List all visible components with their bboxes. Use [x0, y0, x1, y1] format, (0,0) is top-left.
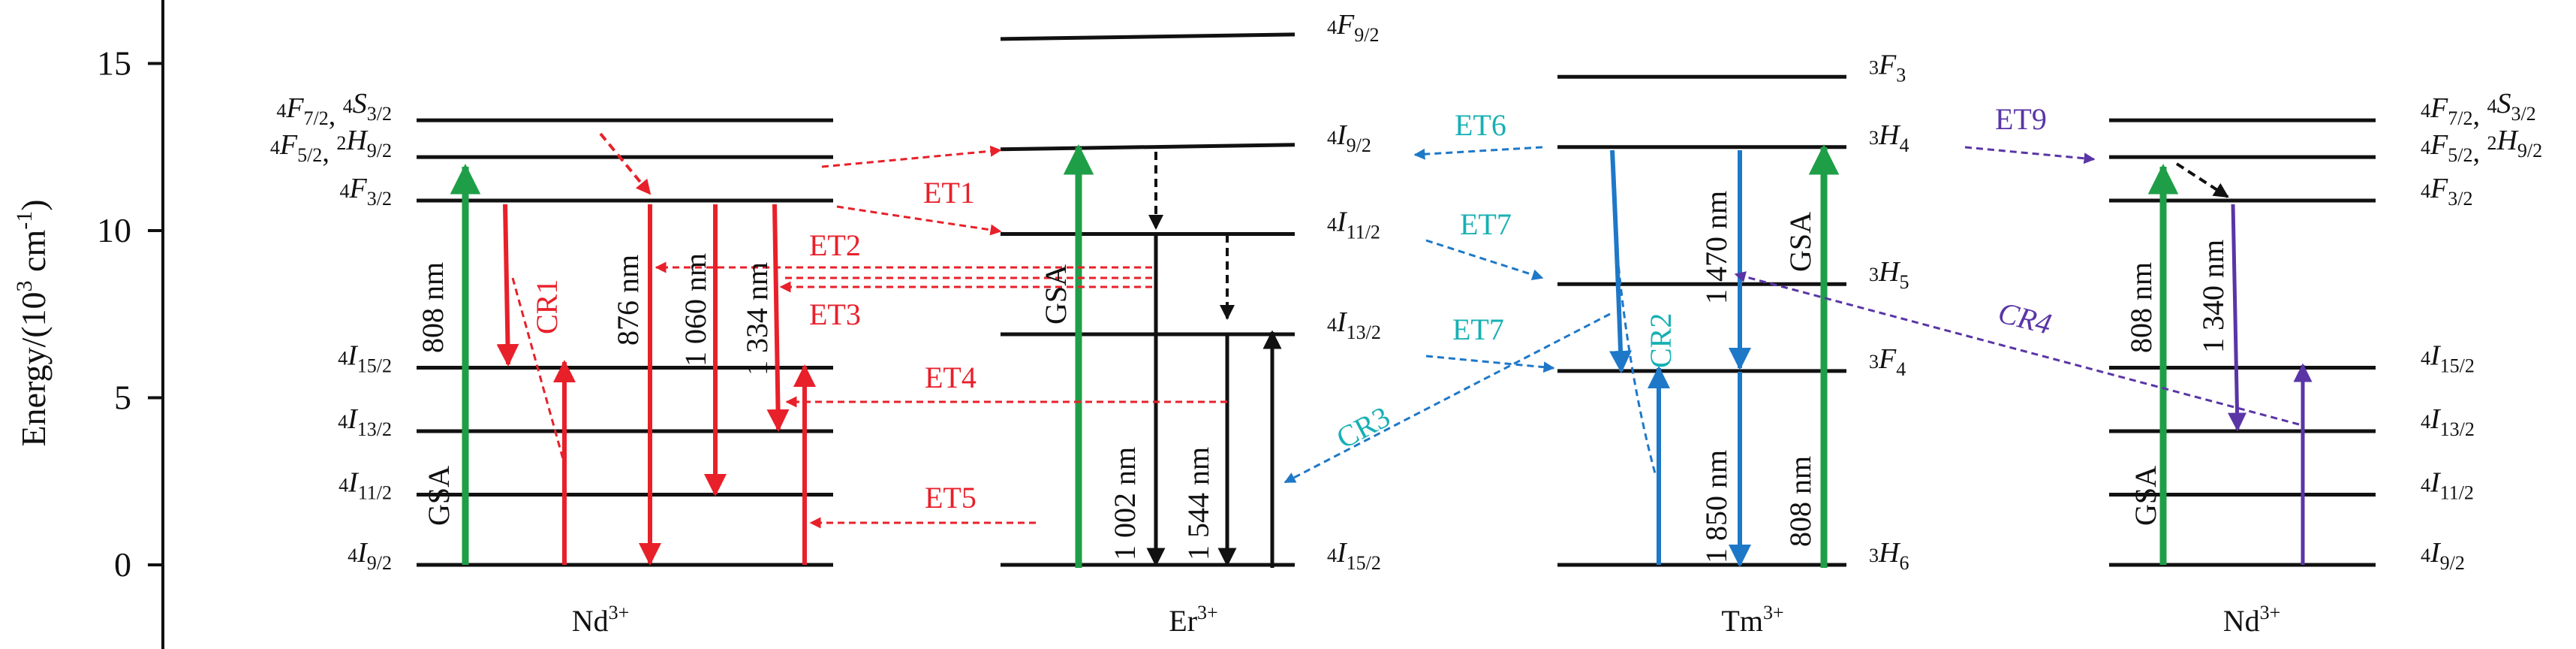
axis-label-exp: 3 [12, 280, 37, 291]
ion-names: Nd3+ Er3+ Tm3+ Nd3+ [572, 602, 2281, 638]
tm-cr2-dashed-curve [1616, 255, 1657, 474]
level-label: 4I11/2 [1327, 206, 1380, 243]
label-nd-1060: 1 060 nm [679, 253, 712, 367]
label-tm-1850: 1 850 nm [1699, 450, 1733, 563]
level-label: 4I15/2 [338, 340, 392, 376]
label-nd-1334: 1 334 nm [740, 262, 774, 376]
nd-nonradiative-arrow [599, 132, 652, 195]
level-label: 4I9/2 [1327, 119, 1371, 156]
ion-name-tm: Tm3+ [1721, 602, 1783, 638]
label-tm-808: 808 nm [1783, 456, 1817, 547]
ndr-1340-arrow [2228, 204, 2247, 432]
level-label: 4I13/2 [2421, 403, 2475, 440]
er-transitions [1063, 143, 1282, 568]
label-tm-1470: 1 470 nm [1699, 191, 1733, 304]
level-label: 4I9/2 [348, 537, 392, 574]
level-label: 4F3/2 [2421, 173, 2472, 210]
ion-name-er: Er3+ [1169, 602, 1217, 638]
level-label: 4F7/2, 4S3/2 [2421, 88, 2536, 131]
et7-lower-arrow [1425, 355, 1555, 373]
label-nd-808: 808 nm [416, 262, 450, 353]
axis-label-close: ) [14, 199, 53, 210]
level-label: 4I11/2 [339, 467, 392, 504]
tm-cr2-down-arrow [1609, 149, 1633, 373]
label-er-gsa: GSA [1039, 264, 1073, 324]
ndr-nonradiative-arrow [2175, 162, 2229, 198]
label-et2: ET2 [809, 228, 861, 262]
transition-labels: 808 nm GSA CR1 876 nm 1 060 nm 1 334 nm … [416, 191, 2230, 563]
label-et9: ET9 [1995, 102, 2047, 136]
label-et3: ET3 [809, 297, 861, 331]
level-label: 3F4 [1869, 343, 1906, 380]
nd-1334-arrow [766, 204, 790, 432]
et6-arrow [1413, 146, 1543, 160]
level-label: 4I15/2 [1327, 537, 1381, 574]
label-cr4: CR4 [1995, 295, 2055, 341]
label-ndr-1340: 1 340 nm [2196, 240, 2230, 353]
level-label: 4I15/2 [2421, 340, 2475, 376]
label-ndr-gsa: GSA [2129, 466, 2162, 526]
et9-arrow [1964, 146, 2096, 165]
level-label: 4F9/2 [1327, 9, 1379, 46]
label-ndr-808: 808 nm [2124, 262, 2158, 353]
label-cr1: CR1 [530, 279, 564, 334]
level-label: 3F3 [1869, 49, 1906, 86]
level-label: 3H6 [1869, 537, 1909, 574]
level-label: 4I13/2 [338, 403, 392, 440]
cr3-arrow [1283, 312, 1611, 484]
tm-transitions [1609, 143, 1840, 568]
level-label: 4F5/2, 2H9/2 [2421, 125, 2542, 168]
ion-name-nd-right: Nd3+ [2223, 602, 2281, 638]
level-label: 4I9/2 [2421, 537, 2465, 574]
axis-ticks: 0 5 10 15 [97, 44, 163, 584]
et7-upper-arrow [1425, 239, 1544, 280]
axis-label-unit-exp: -1 [12, 211, 37, 230]
level-line-er-4 [1000, 32, 1296, 41]
axis-label-main: Energy/(10 [14, 291, 53, 446]
level-label: 3H5 [1869, 256, 1909, 293]
level-label: 4I13/2 [1327, 306, 1381, 343]
axis-tick-label: 5 [114, 379, 131, 417]
label-er-1002: 1 002 nm [1108, 447, 1142, 560]
label-et7-lower: ET7 [1452, 312, 1504, 346]
axis-tick-label: 0 [114, 545, 131, 584]
label-et1: ET1 [923, 176, 975, 210]
axis-tick-label: 10 [97, 211, 131, 249]
energy-transfer-arrows [655, 145, 2300, 529]
label-et6: ET6 [1455, 108, 1506, 142]
ion-name-nd-left: Nd3+ [572, 602, 630, 638]
et1-lower-arrow [836, 205, 1002, 236]
level-label: 3H4 [1869, 119, 1909, 156]
nd-3-2-to-15-2-arrow [496, 204, 519, 367]
level-label: 4F7/2, 4S3/2 [276, 88, 392, 131]
nd-left-transitions [450, 132, 816, 566]
label-et7-upper: ET7 [1460, 207, 1512, 241]
label-er-1544: 1 544 nm [1181, 447, 1215, 560]
et1-upper-arrow [821, 145, 1002, 168]
label-tm-gsa: GSA [1783, 212, 1817, 272]
axis-label-unit: cm [14, 230, 53, 281]
nd-right-transitions [2147, 162, 2313, 565]
label-nd-876: 876 nm [611, 255, 645, 346]
level-labels: 4I9/2 4I11/2 4I13/2 4I15/2 4F3/2 4F5/2, 2H9/2… [270, 9, 2542, 574]
energy-axis: 0 5 10 15 Energy/(103 cm-1) [12, 0, 164, 649]
transfer-labels: ET1 ET2 ET3 ET4 ET5 ET6 ET7 ET7 CR3 ET9 … [809, 102, 2055, 515]
label-et4: ET4 [925, 361, 977, 394]
label-cr3: CR3 [1331, 400, 1395, 455]
level-line-er-3 [1000, 143, 1296, 152]
label-et5: ET5 [925, 481, 977, 515]
cr4-arrow [1734, 271, 2300, 426]
nd-cr1-dashed-line [511, 277, 566, 465]
label-cr2: CR2 [1644, 313, 1678, 368]
label-nd-gsa: GSA [422, 466, 456, 526]
axis-label: Energy/(103 cm-1) [12, 199, 53, 446]
axis-tick-label: 15 [97, 44, 131, 83]
level-label: 4F3/2 [340, 173, 392, 210]
level-label: 4F5/2, 2H9/2 [270, 125, 392, 168]
level-label: 4I11/2 [2421, 467, 2474, 504]
